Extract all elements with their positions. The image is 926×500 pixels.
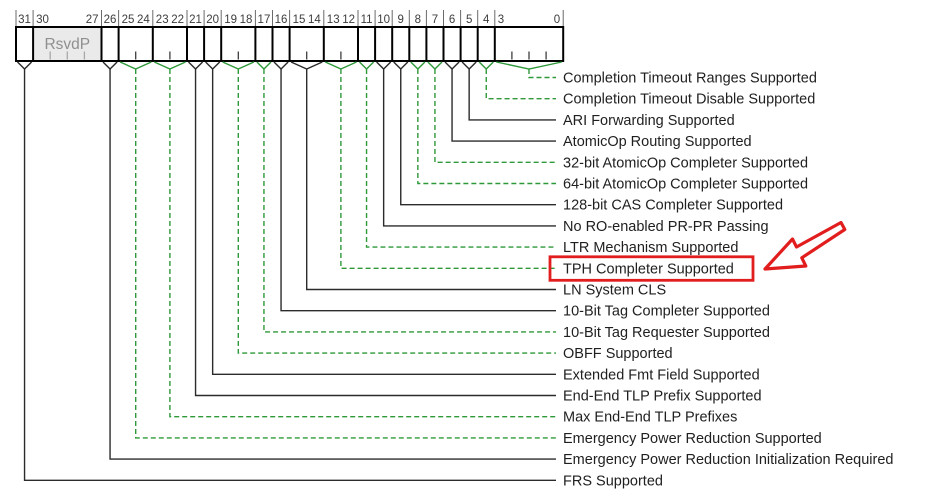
leader-line [340,69,556,269]
leader-line [211,69,556,375]
bit-number: 31 [18,14,31,26]
field-label: End-End TLP Prefix Supported [563,389,762,405]
field-label: Emergency Power Reduction Supported [563,431,822,447]
bit-number-low: 18 [240,14,253,26]
highlight-box [548,255,755,282]
annotation-arrow-icon [763,220,847,271]
bit-number-high: 19 [224,14,237,26]
field-label: Completion Timeout Disable Supported [563,92,815,108]
bit-number-low: 14 [308,14,321,26]
bit-number-high: 23 [156,14,169,26]
bit-number: 10 [377,14,390,26]
leader-funnel [102,61,118,70]
leader-funnel [290,61,323,70]
field-label: LN System CLS [563,283,666,299]
bit-number-high: 3 [498,14,504,26]
leader-funnel [427,61,443,70]
leader-line [365,69,556,248]
bit-number-low: 22 [171,14,184,26]
leader-line [280,69,556,312]
leader-line [485,69,556,100]
bit-number: 20 [206,14,219,26]
leader-funnel [376,61,392,70]
bit-number: 7 [432,14,438,26]
field-label: 64-bit AtomicOp Completer Supported [563,177,808,193]
leader-funnel [273,61,289,70]
leader-line [417,69,556,185]
leader-funnel [444,61,460,70]
field-label: TPH Completer Supported [563,261,734,277]
field-label: AtomicOp Routing Supported [563,134,752,150]
leader-funnel [461,61,477,70]
bit-number: 16 [275,14,288,26]
reserved-cell-label: RsvdP [44,36,90,53]
leader-line [382,69,556,227]
field-label: 10-Bit Tag Completer Supported [563,304,770,320]
leader-line [263,69,556,333]
bit-number-high: 30 [36,14,49,26]
leader-funnel [154,61,186,70]
bit-number-high: 15 [293,14,306,26]
field-label: Extended Fmt Field Supported [563,367,760,383]
leader-funnel [410,61,426,70]
bit-number: 26 [104,14,117,26]
leader-line [135,69,556,439]
leader-funnel [205,61,221,70]
bit-number: 11 [361,14,373,26]
bit-number-low: 12 [342,14,355,26]
leader-funnel [325,61,357,70]
leader-line [23,69,556,481]
leader-funnel [119,61,152,70]
leader-funnel [188,61,204,70]
leader-line [434,69,556,163]
field-label: Emergency Power Reduction Initialization… [563,452,893,468]
leader-funnel [478,61,494,70]
field-label: ARI Forwarding Supported [563,113,735,129]
leader-funnel [496,61,562,70]
bit-number-low: 27 [86,14,99,26]
leader-line [194,69,556,397]
bit-number-low: 24 [137,14,150,26]
bit-number-high: 13 [327,14,340,26]
field-label: Max End-End TLP Prefixes [563,410,737,426]
leader-funnel [393,61,409,70]
bit-number: 5 [466,14,472,26]
bit-number: 8 [415,14,421,26]
field-label: LTR Mechanism Supported [563,240,738,256]
bit-number: 9 [398,14,404,26]
field-label: 32-bit AtomicOp Completer Supported [563,155,808,171]
field-label: OBFF Supported [563,346,673,362]
leader-line [109,69,556,460]
leader-line [237,69,556,354]
leader-funnel [17,61,33,70]
field-label: FRS Supported [563,473,663,489]
bit-number: 6 [449,14,455,26]
field-label: 10-Bit Tag Requester Supported [563,325,770,341]
leader-line [400,69,556,206]
leader-line [468,69,556,121]
bit-number-high: 25 [122,14,135,26]
leader-funnel [359,61,375,70]
leader-funnel [256,61,272,70]
leader-line [306,69,556,291]
leader-funnel [222,61,255,70]
bit-number: 17 [258,14,271,26]
leader-line [169,69,556,418]
bit-number: 4 [483,14,490,26]
field-label: Completion Timeout Ranges Supported [563,71,817,87]
field-label: 128-bit CAS Completer Supported [563,198,783,214]
bit-number-low: 0 [554,14,560,26]
leader-line [451,69,556,142]
leader-line [528,69,556,79]
bit-number: 21 [189,14,202,26]
field-label: No RO-enabled PR-PR Passing [563,219,769,235]
